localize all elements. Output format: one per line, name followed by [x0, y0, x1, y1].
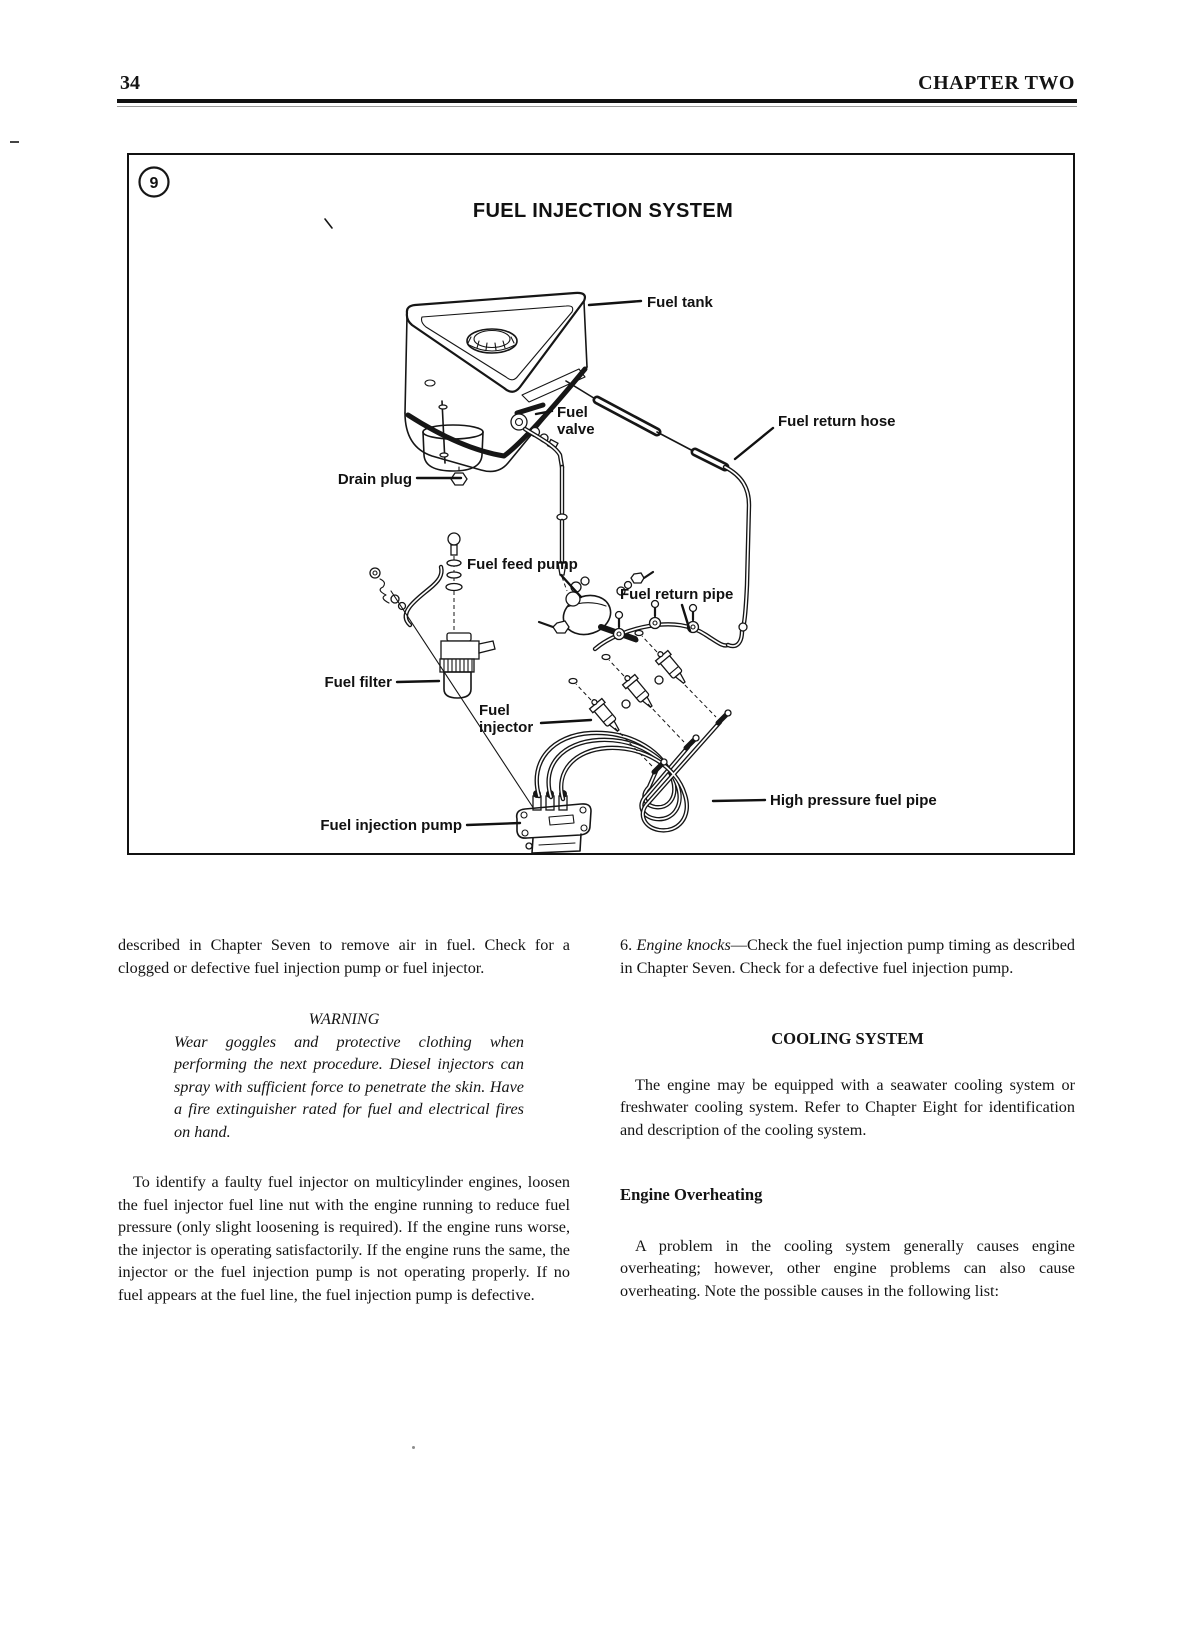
cooling-system-paragraph: The engine may be equipped with a seawat…: [620, 1075, 1075, 1139]
scan-artifact-dot: [412, 1446, 415, 1449]
fuel-filter-leader: [395, 679, 441, 684]
fuel-injector-leader: [539, 718, 593, 725]
fuel-tank-leader: [587, 299, 643, 307]
fuel-filter-label: Fuel filter: [324, 674, 392, 691]
fuel-feed-pump-label: Fuel feed pump: [467, 556, 578, 573]
paragraph-continuation: described in Chapter Seven to remove air…: [118, 936, 570, 977]
header-rule-echo: [117, 106, 1077, 107]
scan-tick-icon: [324, 218, 333, 229]
fuel-injectors-drawing: [568, 629, 686, 733]
drain-bowl-drawing: [422, 424, 484, 486]
warning-body: Wear goggles and protective clothing whe…: [174, 1032, 524, 1141]
right-text-column: 6. Engine knocks—Check the fuel injectio…: [620, 934, 1075, 1302]
fuel-return-pipe-drawing: [592, 599, 745, 652]
engine-overheating-paragraph: A problem in the cooling system generall…: [620, 1236, 1075, 1300]
fuel-valve-label-line2: valve: [557, 421, 595, 438]
fuel-injection-diagram: 9 FUEL INJECTION SYSTEM: [138, 166, 937, 853]
cooling-system-heading: COOLING SYSTEM: [771, 1029, 924, 1048]
high-pressure-fuel-pipe-label: High pressure fuel pipe: [770, 792, 937, 809]
high-pressure-fuel-pipe-leader: [711, 798, 767, 803]
list-item-6-term: Engine knocks: [636, 936, 731, 954]
fuel-valve-leader: [534, 409, 554, 416]
figure-title: FUEL INJECTION SYSTEM: [473, 200, 733, 222]
list-item-6: 6. Engine knocks—Check the fuel injectio…: [620, 934, 1075, 979]
fuel-injector-label-line2: injector: [479, 719, 533, 736]
high-pressure-fuel-pipes-drawing: [534, 679, 732, 833]
fuel-feed-pump-leader: [559, 573, 583, 599]
fuel-tank-label: Fuel tank: [647, 294, 714, 311]
left-text-column: described in Chapter Seven to remove air…: [118, 934, 570, 1306]
fuel-return-pipe-leader: [680, 603, 692, 633]
figure-number: 9: [150, 175, 159, 192]
fuel-injection-pump-leader: [465, 821, 522, 827]
fuel-injector-label-line1: Fuel: [479, 702, 510, 719]
diagram-labels: Fuel tank Fuel valve Fuel return hose Dr…: [320, 294, 936, 834]
fuel-injection-pump-label: Fuel injection pump: [320, 817, 462, 834]
scan-artifact-tick: [10, 141, 19, 143]
fuel-filter-drawing: [369, 532, 535, 810]
chapter-header: CHAPTER TWO: [918, 72, 1075, 94]
fuel-return-hose-label: Fuel return hose: [778, 413, 896, 430]
fuel-tank-drawing: [404, 291, 588, 473]
fuel-return-pipe-label: Fuel return pipe: [620, 586, 733, 603]
injector-test-paragraph: To identify a faulty fuel injector on mu…: [118, 1173, 570, 1304]
engine-overheating-heading: Engine Overheating: [620, 1185, 763, 1204]
drain-plug-label: Drain plug: [338, 471, 412, 488]
header-rule: [117, 99, 1077, 103]
page-number: 34: [120, 72, 140, 94]
figure-9-fuel-injection-system: 9 FUEL INJECTION SYSTEM: [127, 153, 1075, 855]
list-item-6-text: —Check the fuel injection pump timing as…: [620, 936, 1075, 977]
fuel-return-hose-drawing: [565, 380, 752, 632]
fuel-supply-hose-drawing: [522, 426, 568, 592]
list-item-6-number: 6.: [620, 936, 633, 954]
warning-title: WARNING: [308, 1010, 380, 1028]
figure-number-badge: 9: [138, 166, 170, 198]
fuel-valve-label-line1: Fuel: [557, 404, 588, 421]
fuel-return-hose-leader: [733, 426, 775, 461]
